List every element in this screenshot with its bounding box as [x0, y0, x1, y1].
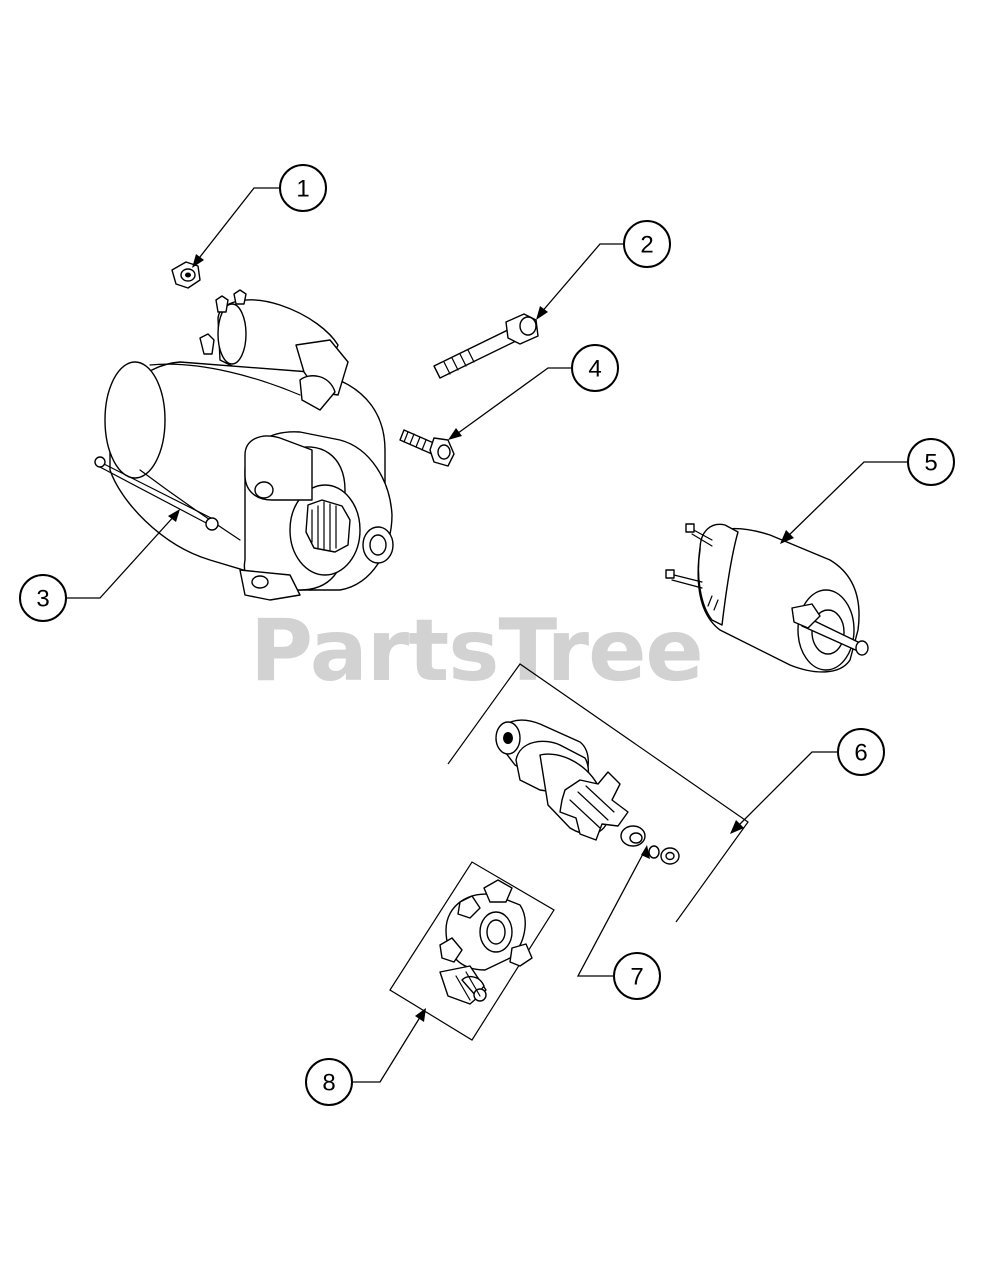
callout-2-label: 2	[640, 232, 653, 259]
group-box-8	[389, 861, 555, 1041]
callout-1-label: 1	[296, 176, 309, 203]
part-5-solenoid[interactable]	[665, 523, 869, 673]
part-6-drive-assembly[interactable]	[495, 719, 646, 847]
group-box-6	[447, 663, 749, 923]
callout-7-label: 7	[630, 964, 643, 991]
part-2-long-bolt[interactable]	[433, 313, 539, 379]
callout-5-label: 5	[924, 450, 937, 477]
callout-5[interactable]: 5	[907, 438, 955, 486]
part-1-nut[interactable]	[171, 261, 201, 289]
watermark-text: PartsTree	[250, 601, 703, 701]
callout-2[interactable]: 2	[623, 220, 671, 268]
callout-4[interactable]: 4	[571, 344, 619, 392]
callout-7[interactable]: 7	[613, 952, 661, 1000]
callout-4-label: 4	[588, 356, 601, 383]
callout-1[interactable]: 1	[279, 164, 327, 212]
leader-lines	[66, 187, 908, 1083]
callout-3-label: 3	[36, 586, 49, 613]
callout-6-label: 6	[854, 740, 867, 767]
part-7-retaining-rings[interactable]	[648, 845, 680, 865]
part-8-brush-holder[interactable]	[439, 879, 533, 1005]
callout-3[interactable]: 3	[19, 574, 67, 622]
callout-8-label: 8	[322, 1070, 335, 1097]
callout-6[interactable]: 6	[837, 728, 885, 776]
part-4-short-bolt[interactable]	[399, 429, 455, 467]
watermark: PartsTree TM	[250, 601, 737, 701]
callout-8[interactable]: 8	[305, 1058, 353, 1106]
part-3-starter-motor[interactable]	[94, 289, 394, 601]
